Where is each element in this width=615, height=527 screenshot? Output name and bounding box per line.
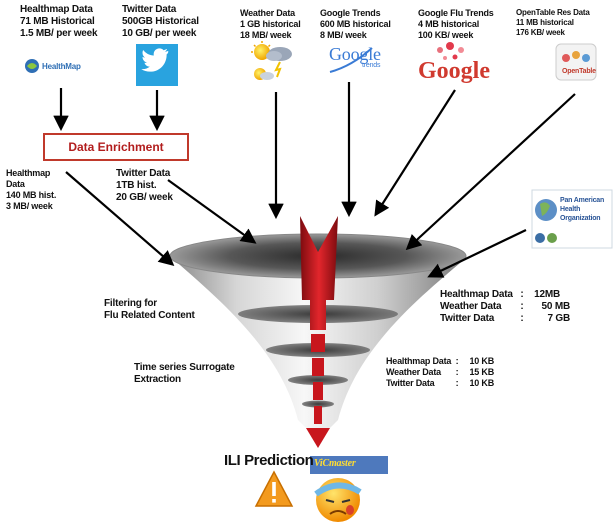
after-extraction-row-sep: : <box>455 356 459 366</box>
after-extraction-row-sep: : <box>455 378 459 388</box>
enriched-healthmap-line-2: Data <box>6 179 25 189</box>
source-google-flu: Google Flu Trends 4 MB historical 100 KB… <box>418 8 494 41</box>
stage-surrogate: Time series Surrogate Extraction <box>134 362 235 386</box>
source-healthmap: Healthmap Data 71 MB Historical 1.5 MB/ … <box>20 4 98 40</box>
source-healthmap-name: Healthmap Data <box>20 4 93 15</box>
source-google-trends-name: Google Trends <box>320 8 381 18</box>
stage-surrogate-line-1: Time series Surrogate <box>134 362 235 373</box>
after-filtering-row-sep: : <box>520 301 524 312</box>
source-google-trends-historical: 600 MB historical <box>320 19 391 29</box>
after-extraction-row: Twitter Data : 10 KB <box>386 378 494 389</box>
google-trends-swoosh-icon <box>329 47 373 73</box>
after-filtering-row-sep: : <box>520 313 524 324</box>
google-trends-logo-sub: trends <box>362 62 381 69</box>
twitter-icon <box>136 44 178 86</box>
after-extraction-row-sep: : <box>455 367 459 377</box>
after-extraction-row-value: 15 KB <box>469 367 494 377</box>
google-flu-logo-text: Google <box>418 58 490 84</box>
source-google-trends-rate: 8 MB/ week <box>320 30 367 40</box>
ili-prediction-title: ILI Prediction <box>224 452 314 469</box>
after-extraction-row-name: Healthmap Data <box>386 356 452 366</box>
arrow-enriched-twitter-to-funnel <box>167 179 257 244</box>
enriched-healthmap-line-3: 140 MB hist. <box>6 190 57 200</box>
arrow-enriched-healthmap-to-funnel <box>65 171 175 267</box>
enriched-healthmap: Healthmap Data 140 MB hist. 3 MB/ week <box>6 168 56 212</box>
source-twitter: Twitter Data 500GB Historical 10 GB/ per… <box>122 4 199 40</box>
weather-icon <box>251 41 292 80</box>
source-healthmap-historical: 71 MB Historical <box>20 16 95 27</box>
enriched-twitter-line-1: Twitter Data <box>116 168 171 179</box>
stage-filtering-line-2: Flu Related Content <box>104 310 195 321</box>
opentable-icon <box>555 43 597 81</box>
after-extraction-row-name: Weather Data <box>386 367 441 377</box>
after-extraction-row: Healthmap Data : 10 KB <box>386 356 494 367</box>
after-filtering-row-name: Twitter Data <box>440 313 495 324</box>
after-filtering-row-value: 7 GB <box>547 313 570 324</box>
enriched-twitter: Twitter Data 1TB hist. 20 GB/ week <box>116 168 173 204</box>
after-filtering-row-sep: : <box>520 289 524 300</box>
after-extraction-row-name: Twitter Data <box>386 378 435 388</box>
after-filtering-row-value: 12MB <box>534 289 560 300</box>
source-weather-rate: 18 MB/ week <box>240 30 292 40</box>
arrow-opentable-to-funnel <box>405 93 576 251</box>
after-extraction-sizes: Healthmap Data : 10 KB Weather Data : 15… <box>386 356 494 389</box>
after-filtering-row: Twitter Data : 7 GB <box>440 313 570 325</box>
google-flu-bubbles-icon <box>437 42 464 60</box>
after-filtering-row-name: Weather Data <box>440 301 502 312</box>
paho-logo-line-1: Pan American <box>560 197 605 204</box>
after-filtering-sizes: Healthmap Data : 12MB Weather Data : 50 … <box>440 289 570 325</box>
source-twitter-historical: 500GB Historical <box>122 16 199 27</box>
vicmaster-badge-bg <box>310 456 388 474</box>
stage-surrogate-line-2: Extraction <box>134 374 181 385</box>
data-enrichment-box: Data Enrichment <box>43 133 189 161</box>
after-filtering-row-value: 50 MB <box>541 301 571 312</box>
source-opentable-name: OpenTable Res Data <box>516 8 590 17</box>
source-google-flu-rate: 100 KB/ week <box>418 30 474 40</box>
source-twitter-name: Twitter Data <box>122 4 177 15</box>
paho-logo-text: Pan American Health Organization <box>560 196 604 223</box>
arrow-paho-to-funnel <box>427 229 527 278</box>
sick-face-icon <box>314 478 362 522</box>
source-opentable: OpenTable Res Data 11 MB historical 176 … <box>516 8 590 38</box>
enriched-healthmap-line-1: Healthmap <box>6 168 51 178</box>
stage-filtering: Filtering for Flu Related Content <box>104 298 195 322</box>
source-twitter-rate: 10 GB/ per week <box>122 28 197 39</box>
opentable-logo-label: OpenTable <box>562 68 596 75</box>
paho-logo-line-3: Organization <box>560 215 601 222</box>
after-filtering-row: Healthmap Data : 12MB <box>440 289 570 301</box>
after-extraction-row-value: 10 KB <box>469 378 494 388</box>
vicmaster-badge-label: ViCmaster <box>314 458 356 469</box>
source-weather-historical: 1 GB historical <box>240 19 301 29</box>
source-opentable-rate: 176 KB/ week <box>516 28 565 37</box>
source-google-trends: Google Trends 600 MB historical 8 MB/ we… <box>320 8 391 41</box>
after-extraction-row: Weather Data : 15 KB <box>386 367 494 378</box>
red-flow-arrow <box>300 216 338 448</box>
enriched-healthmap-line-4: 3 MB/ week <box>6 201 53 211</box>
source-opentable-historical: 11 MB historical <box>516 18 574 27</box>
warning-icon <box>254 470 294 507</box>
healthmap-logo-icon <box>25 59 39 73</box>
source-google-flu-name: Google Flu Trends <box>418 8 494 18</box>
source-google-flu-historical: 4 MB historical <box>418 19 480 29</box>
stage-filtering-line-1: Filtering for <box>104 298 157 309</box>
source-healthmap-rate: 1.5 MB/ per week <box>20 28 98 39</box>
data-enrichment-label: Data Enrichment <box>68 140 164 154</box>
arrow-google-flu-to-funnel <box>374 89 456 217</box>
after-extraction-row-value: 10 KB <box>469 356 494 366</box>
enriched-twitter-line-2: 1TB hist. <box>116 180 157 191</box>
paho-logo-line-2: Health <box>560 206 581 213</box>
enriched-twitter-line-3: 20 GB/ week <box>116 192 173 203</box>
google-trends-logo-text: Google <box>329 44 381 64</box>
source-weather-name: Weather Data <box>240 8 295 18</box>
paho-logo-icon <box>531 189 613 249</box>
after-filtering-row: Weather Data : 50 MB <box>440 301 570 313</box>
healthmap-logo-label: HealthMap <box>42 62 81 71</box>
source-weather: Weather Data 1 GB historical 18 MB/ week <box>240 8 301 41</box>
after-filtering-row-name: Healthmap Data <box>440 289 513 300</box>
